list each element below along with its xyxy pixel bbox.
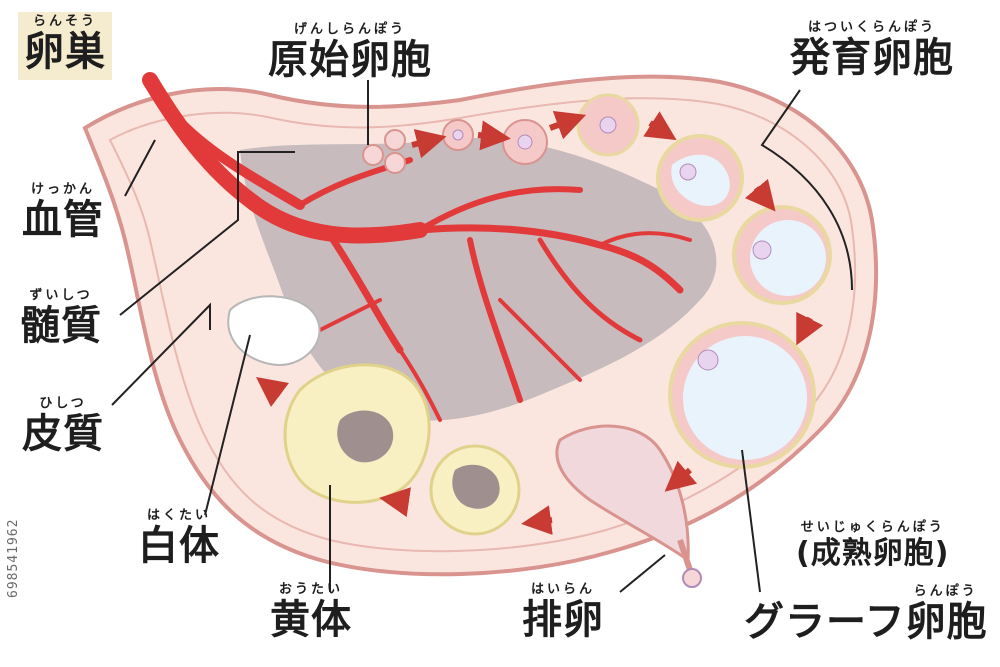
label-primordial-follicle: げんしらんぽう 原始卵胞 bbox=[268, 22, 432, 82]
text-ovary: 卵巣 bbox=[24, 29, 106, 75]
label-blood-vessel: けっかん 血管 bbox=[22, 182, 104, 242]
ovulating-follicle bbox=[555, 424, 702, 588]
primordial-follicles bbox=[362, 129, 406, 174]
corpus-albicans bbox=[227, 295, 321, 367]
label-mature-follicle: せいじゅくらんぽう (成熟卵胞) bbox=[796, 520, 949, 572]
corpus-luteum-large bbox=[283, 363, 431, 504]
text-ovulation: 排卵 bbox=[522, 597, 604, 643]
ruby-primordial: げんしらんぽう bbox=[293, 22, 406, 37]
label-ovary: らんそう 卵巣 bbox=[18, 12, 112, 80]
follicle-sequence bbox=[442, 93, 832, 469]
text-medulla: 髄質 bbox=[20, 303, 102, 349]
ruby-ovulation: はいらん bbox=[530, 582, 595, 597]
label-ovulation: はいらん 排卵 bbox=[522, 582, 604, 642]
label-corpus-albicans: はくたい 白体 bbox=[138, 508, 220, 568]
cycle-arrows bbox=[256, 111, 824, 536]
text-primordial: 原始卵胞 bbox=[268, 37, 432, 83]
text-luteum: 黄体 bbox=[270, 597, 352, 643]
ruby-medulla: ずいしつ bbox=[29, 288, 93, 303]
watermark-id: 698541962 bbox=[6, 518, 21, 598]
text-albicans: 白体 bbox=[138, 523, 220, 569]
ruby-ovary: らんそう bbox=[32, 14, 97, 29]
ruby-vessel: けっかん bbox=[30, 182, 95, 197]
text-developing: 発育卵胞 bbox=[790, 35, 954, 81]
label-corpus-luteum: おうたい 黄体 bbox=[270, 582, 352, 642]
ruby-graafian: らんぽう bbox=[913, 584, 978, 599]
text-mature: (成熟卵胞) bbox=[796, 536, 950, 571]
blood-vessels bbox=[142, 72, 692, 422]
ruby-albicans: はくたい bbox=[146, 508, 211, 523]
stock-watermark: 698541962 bbox=[4, 420, 32, 600]
label-medulla: ずいしつ 髄質 bbox=[20, 288, 102, 348]
label-cortex: ひしつ 皮質 bbox=[22, 396, 104, 456]
ruby-mature: せいじゅくらんぽう bbox=[800, 520, 945, 535]
ruby-luteum: おうたい bbox=[278, 582, 343, 597]
text-graafian: グラーフ卵胞 bbox=[744, 599, 988, 645]
label-developing-follicle: はついくらんぽう 発育卵胞 bbox=[790, 20, 954, 80]
text-cortex: 皮質 bbox=[22, 411, 104, 457]
leader-lines bbox=[111, 80, 853, 593]
label-graafian-follicle: らんぽう グラーフ卵胞 bbox=[744, 584, 988, 644]
corpus-luteum-small bbox=[429, 444, 521, 536]
text-vessel: 血管 bbox=[22, 197, 104, 243]
ruby-developing: はついくらんぽう bbox=[807, 20, 936, 35]
ruby-cortex: ひしつ bbox=[39, 396, 87, 411]
